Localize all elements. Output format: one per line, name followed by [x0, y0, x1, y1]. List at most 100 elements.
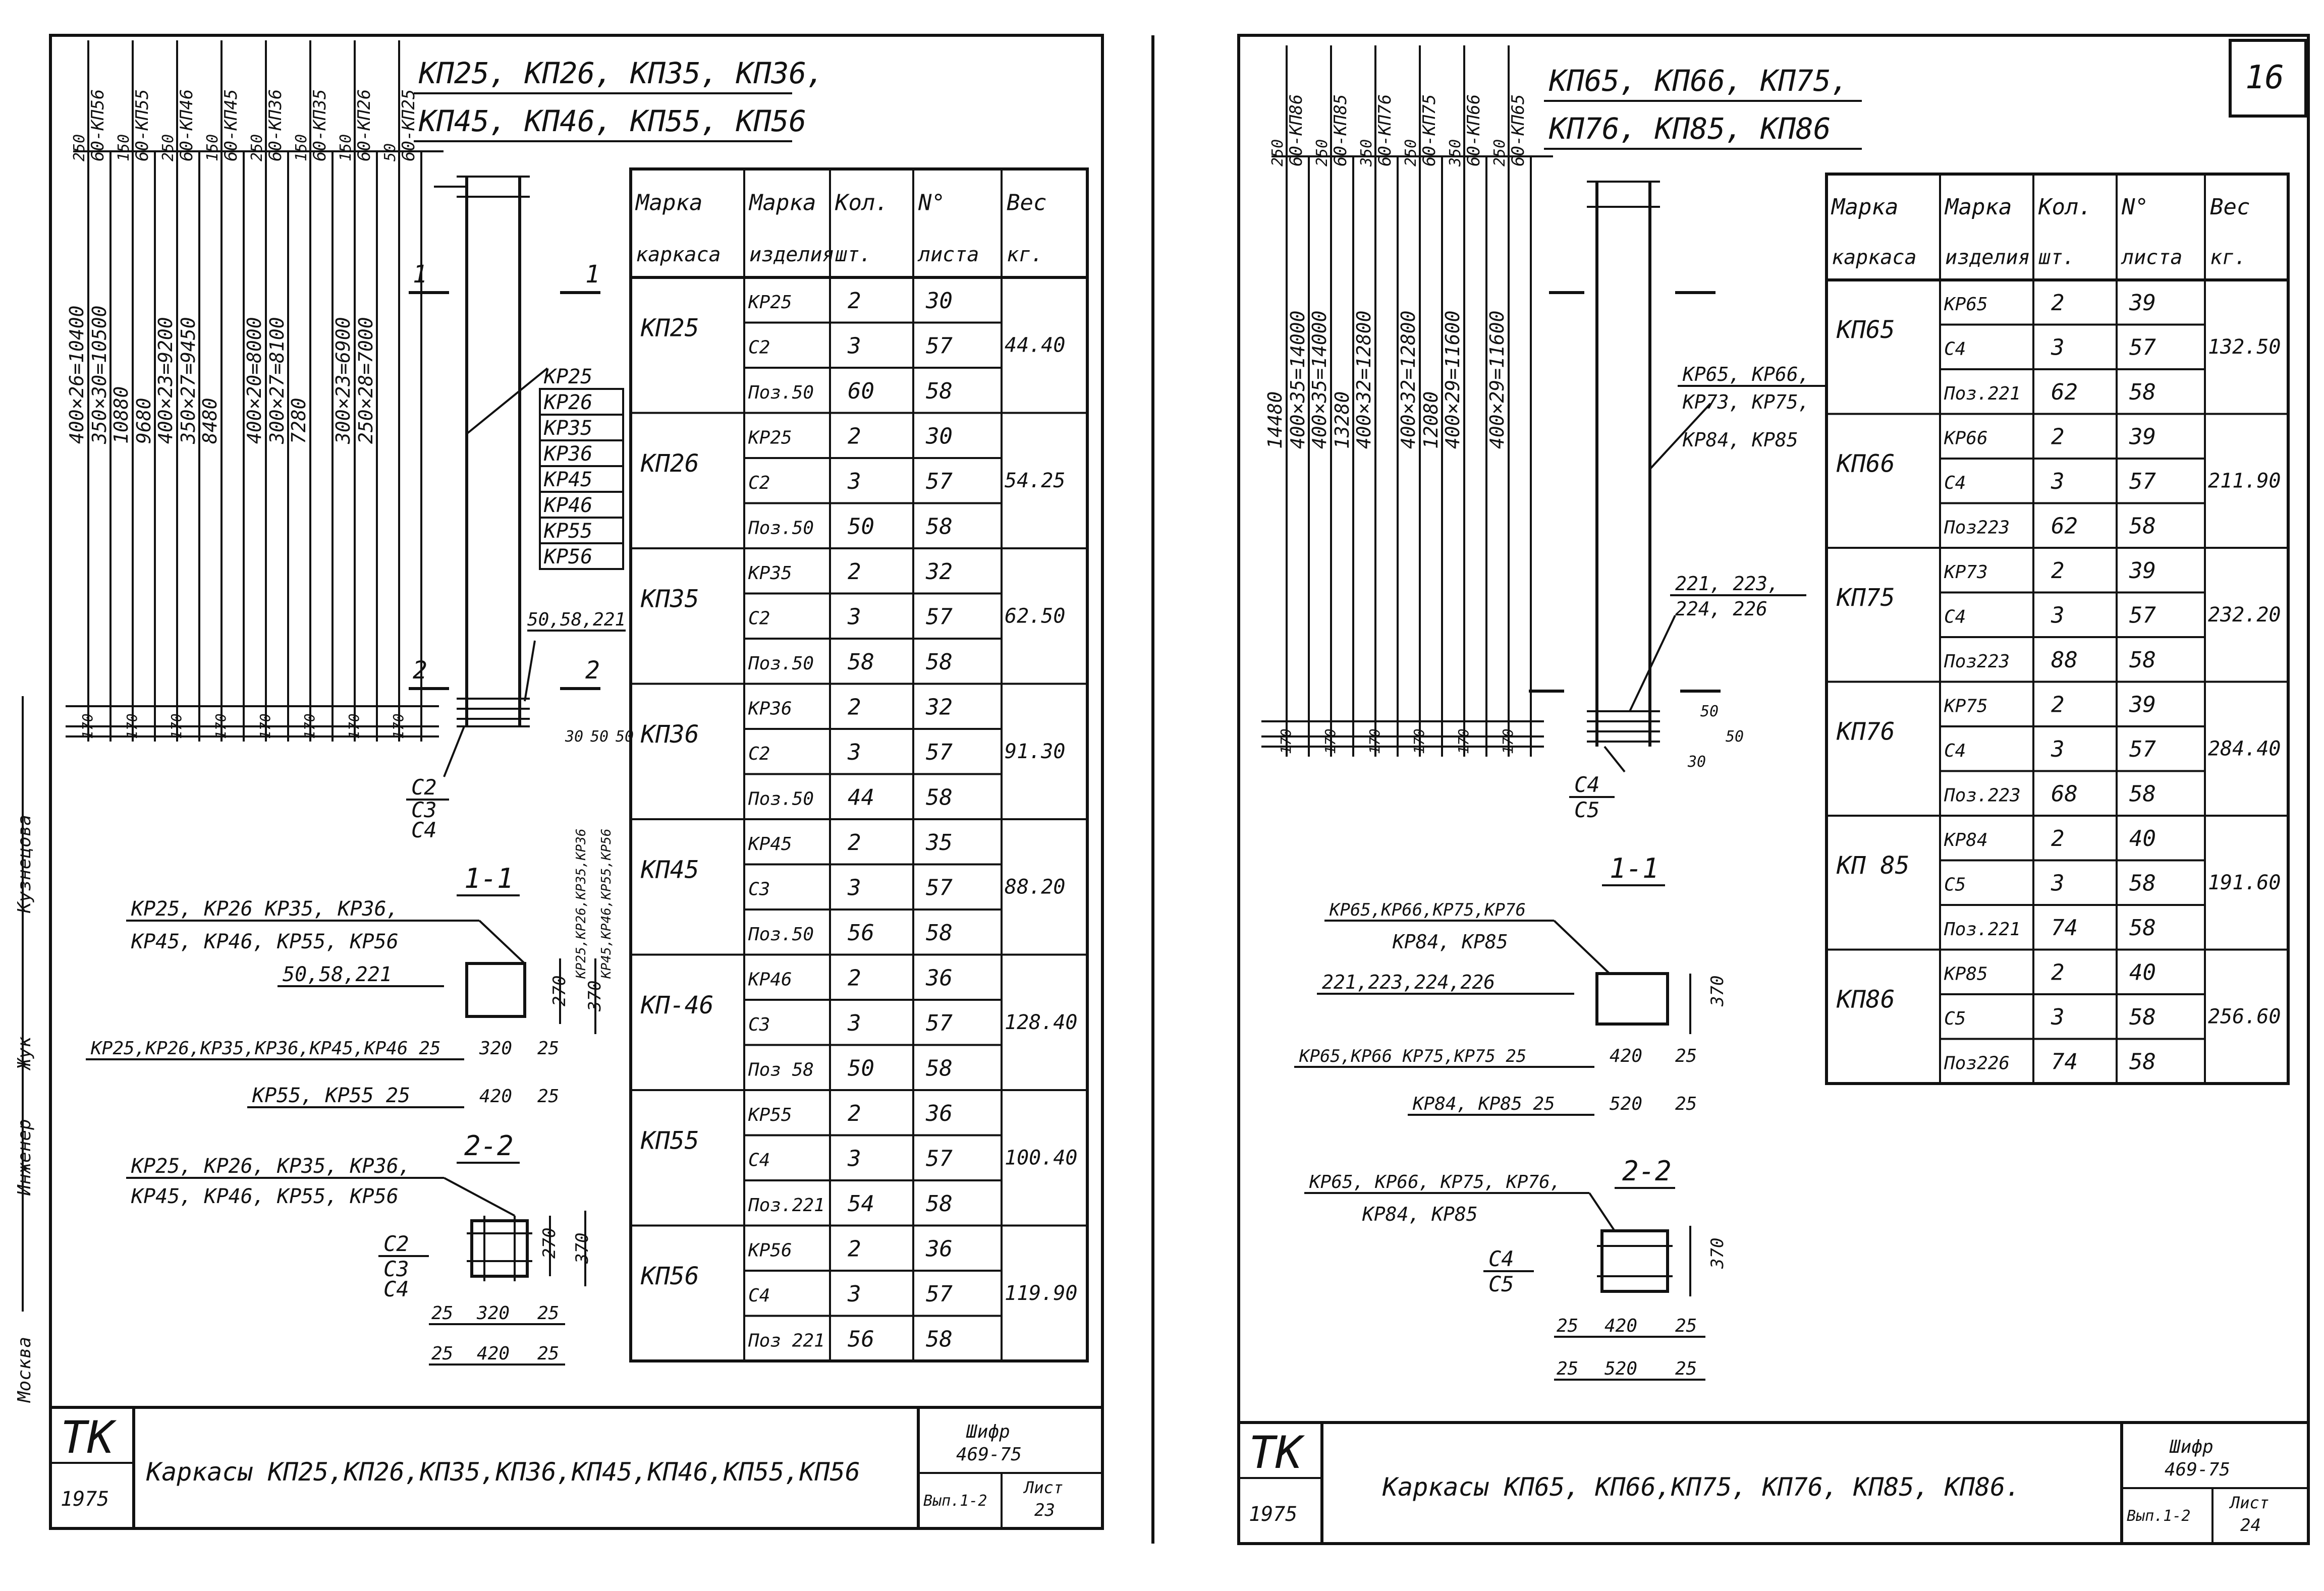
left-table-qty-7-2: 56 — [848, 1326, 874, 1352]
right-cage-elevation — [1529, 181, 1721, 773]
left-table-item-5-0: КР46 — [748, 969, 792, 990]
right-table-item-0-1: С4 — [1944, 339, 1966, 360]
left-table-sheet-7-1: 57 — [926, 1281, 953, 1307]
left-title-line2: КП45, КП46, КП55, КП56 — [418, 104, 806, 138]
left-table-sheet-2-1: 57 — [926, 604, 953, 630]
left-table-item-0-2: Поз.50 — [748, 382, 814, 403]
right-table-qty-1-2: 62 — [2051, 514, 2078, 539]
right-sec11-row1-end: 25 — [1675, 1046, 1697, 1066]
left-table-sheet-0-2: 58 — [926, 378, 953, 404]
left-table-sheet-3-1: 57 — [926, 740, 953, 765]
left-table-item-1-1: С2 — [748, 473, 770, 493]
left-table-qty-0-0: 2 — [848, 288, 861, 314]
left-kr-item-1: КР26 — [543, 391, 592, 414]
left-dim-top-a-2: 250 — [159, 134, 177, 161]
left-dim-top-b-0: 60-КП56 — [88, 89, 108, 161]
right-table-qty-5-2: 74 — [2051, 1049, 2078, 1075]
left-table-item-0-1: С2 — [748, 337, 770, 358]
right-section-1-1: 1-1 КР65,КР66,КР75,КР76 КР84, КР85 221,2… — [1294, 853, 1728, 1116]
right-table-qty-1-1: 3 — [2051, 469, 2065, 494]
right-sec22-c2: С5 — [1488, 1272, 1514, 1296]
right-table-header-4-line1: Вес — [2210, 194, 2250, 220]
left-kr-item-5: КР46 — [543, 494, 592, 517]
right-sec11-row1-mid: 420 — [1610, 1046, 1642, 1066]
left-sec22-h1: 270 — [539, 1228, 560, 1259]
right-dim-upper-3: 400×32=12800 — [1397, 310, 1419, 449]
right-stamp-list-no: 24 — [2240, 1515, 2261, 1536]
margin-vertical: Москва Инженер Жук Кузнецова — [14, 696, 35, 1403]
left-sec22-r2a: 25 — [431, 1343, 453, 1364]
left-table-mark-7: КП56 — [640, 1262, 699, 1290]
right-stamp-year: 1975 — [1249, 1503, 1297, 1526]
right-table-item-0-2: Поз.221 — [1944, 383, 2021, 404]
right-table-sheet-3-1: 57 — [2129, 736, 2156, 762]
right-dim-upper-1: 400×35=14000 — [1308, 310, 1331, 449]
left-table-weight-3: 91.30 — [1005, 740, 1065, 763]
right-table-item-4-2: Поз.221 — [1944, 919, 2021, 940]
left-table-mark-4: КП45 — [640, 856, 699, 884]
left-stamp-year: 1975 — [61, 1488, 109, 1511]
right-table-header-1-line2: изделия — [1945, 246, 2030, 269]
right-dim-bottom-2: 170 — [1366, 728, 1383, 754]
right-sec22-lead1: КР65, КР66, КР75, КР76, — [1309, 1172, 1561, 1192]
right-c-label-1: С4 — [1574, 772, 1600, 797]
left-table-item-2-0: КР35 — [748, 563, 792, 584]
right-table-weight-2: 232.20 — [2208, 603, 2281, 627]
left-spec-table: МаркакаркасаМаркаизделияКол.шт.N°листаВе… — [629, 167, 1089, 1362]
left-table-item-4-2: Поз.50 — [748, 924, 814, 945]
left-dim-upper-0: 400×26=10400 — [66, 305, 88, 444]
left-title-line1: КП25, КП26, КП35, КП36, — [418, 56, 824, 90]
left-table-mark-3: КП36 — [640, 720, 699, 749]
right-page-number: 16 — [2245, 59, 2284, 96]
left-cage-elevation: 1 1 2 2 — [409, 176, 600, 777]
right-table-sheet-3-0: 39 — [2129, 692, 2156, 718]
left-table-sheet-1-1: 57 — [926, 469, 953, 494]
right-dim-upper-0: 14480 — [1264, 391, 1286, 449]
right-table-header-2-line2: шт. — [2038, 246, 2075, 269]
right-table-sheet-1-2: 58 — [2129, 514, 2156, 539]
right-table-qty-2-1: 3 — [2051, 603, 2065, 629]
left-table-item-4-1: С3 — [748, 879, 770, 899]
right-table-sheet-5-0: 40 — [2129, 960, 2156, 986]
left-sec22-r2c: 25 — [537, 1343, 559, 1364]
right-table-qty-3-1: 3 — [2051, 736, 2065, 762]
right-sec22-c1: С4 — [1488, 1246, 1514, 1271]
left-side-vertical-2: КР45,КР46,КР55,КР56 — [599, 829, 614, 979]
left-table-sheet-0-0: 30 — [925, 288, 953, 314]
left-table-qty-1-0: 2 — [848, 423, 861, 449]
left-table-mark-1: КП26 — [640, 449, 699, 478]
left-table-sheet-3-0: 32 — [925, 694, 953, 720]
right-table-qty-2-0: 2 — [2051, 558, 2065, 584]
right-table-mark-0: КП65 — [1836, 316, 1895, 344]
right-table-mark-3: КП76 — [1836, 718, 1895, 746]
right-table-sheet-2-1: 57 — [2129, 603, 2156, 629]
left-table-weight-1: 54.25 — [1005, 469, 1065, 492]
left-table-sheet-2-0: 32 — [925, 559, 953, 585]
left-sec22-lead1: КР25, КР26, КР35, КР36, — [131, 1155, 411, 1178]
left-table-qty-2-2: 58 — [848, 649, 874, 675]
left-table-qty-6-2: 54 — [848, 1191, 874, 1217]
right-table-qty-2-2: 88 — [2051, 647, 2078, 673]
right-dim-top-a-1: 250 — [1313, 139, 1331, 166]
right-labels: КР65, КР66, КР73, КР75, КР84, КР85 221, … — [1569, 363, 1827, 822]
right-dim-top-a-0: 250 — [1269, 139, 1287, 166]
left-sec11-row1: КР25,КР26,КР35,КР36,КР45,КР46 25 — [90, 1038, 441, 1059]
left-dim-upper-2: 400×23=9200 — [154, 317, 177, 444]
right-table-qty-3-2: 68 — [2051, 781, 2078, 807]
right-dim-lower-3: 12080 — [1420, 391, 1442, 449]
right-table-mark-1: КП66 — [1836, 450, 1895, 478]
right-spacing-1: 50 — [1700, 703, 1719, 720]
right-dim-bottom-4: 170 — [1455, 728, 1472, 754]
left-dim-top-a-5: 150 — [293, 134, 310, 161]
right-table-sheet-5-2: 58 — [2129, 1049, 2156, 1075]
right-stamp-tk: ТК — [1249, 1427, 1305, 1479]
left-side-vertical-1: КР25,КР26,КР35,КР36 — [574, 829, 589, 979]
left-stamp-vyp: Вып.1-2 — [923, 1492, 987, 1510]
right-table-weight-4: 191.60 — [2208, 871, 2281, 894]
right-table-qty-0-1: 3 — [2051, 335, 2065, 361]
left-c-label-3: С4 — [411, 818, 437, 842]
left-sec22-r1b: 320 — [476, 1303, 510, 1324]
left-table-item-1-0: КР25 — [748, 427, 792, 448]
